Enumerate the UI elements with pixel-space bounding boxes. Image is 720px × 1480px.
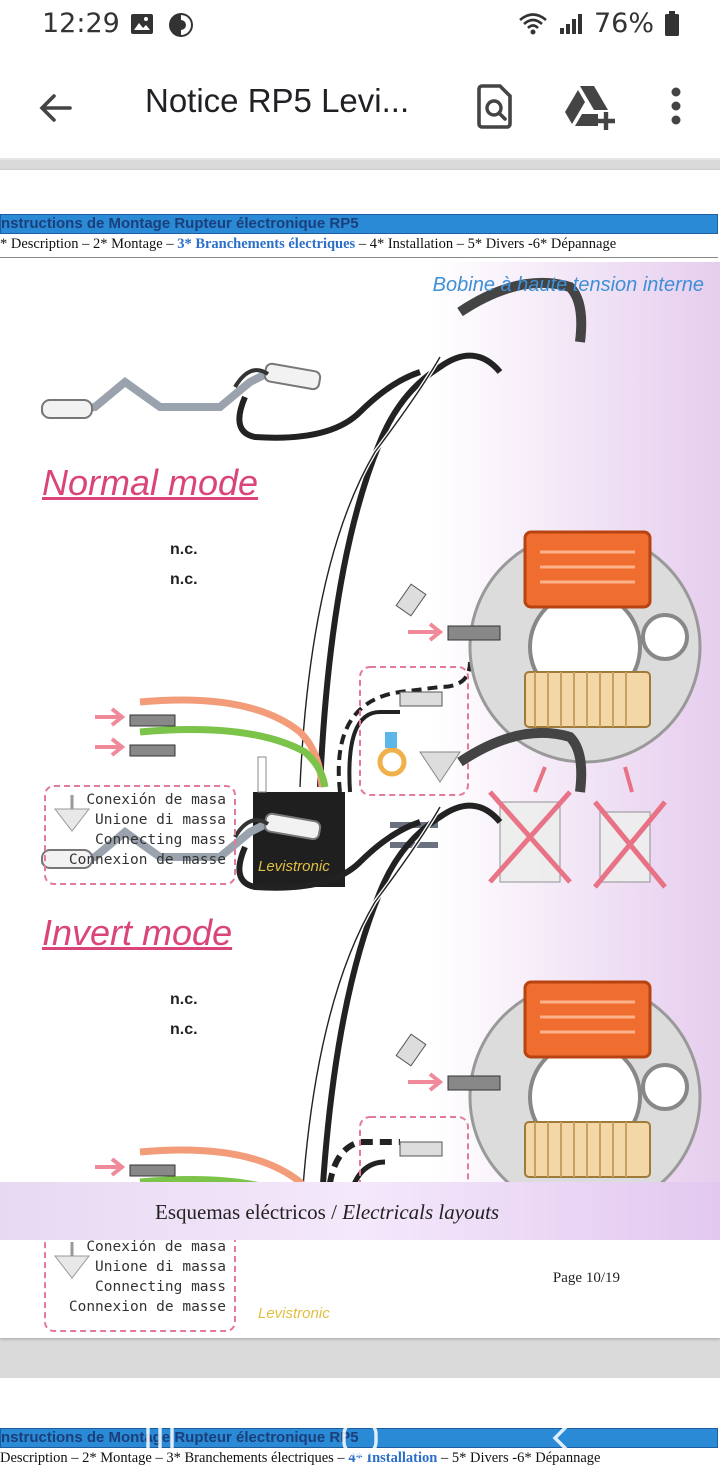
invert-mode-label: Invert mode: [42, 912, 233, 953]
wiring-illustration: [0, 262, 720, 1202]
doc-header-bar: nstructions de Montage Rupteur électroni…: [0, 214, 718, 234]
status-right: 76%: [518, 8, 680, 39]
nc-label: n.c.: [170, 541, 198, 558]
add-to-drive-icon[interactable]: [562, 80, 618, 132]
status-bar: 12:29 76%: [0, 0, 720, 52]
legend-line: Conexión de masa: [86, 792, 226, 808]
brand-label: Levistronic: [258, 1305, 330, 1322]
legend-line: Connexion de masse: [68, 852, 226, 868]
nav-after: – 4* Installation – 5* Divers -6* Dépann…: [355, 236, 617, 252]
sync-icon: [169, 13, 193, 37]
ground-icon: [53, 795, 91, 832]
normal-diagram: [41, 277, 702, 889]
caption-text: Esquemas eléctricos /: [155, 1200, 343, 1224]
nc-label: n.c.: [170, 571, 198, 588]
next-nav-before: Description – 2* Montage – 3* Branchemen…: [0, 1450, 349, 1466]
ground-icon: [53, 1242, 91, 1279]
normal-mode-label: Normal mode: [42, 462, 259, 503]
recent-apps-icon[interactable]: [130, 1408, 190, 1468]
status-notifications: [130, 12, 194, 38]
caption-band: [0, 1182, 720, 1240]
legend-line: Conexión de masa: [86, 1239, 226, 1255]
pdf-next-page: nstructions de Montage Rupteur électroni…: [0, 1378, 720, 1480]
caption-italic: Electricals layouts: [342, 1200, 500, 1224]
more-vert-icon[interactable]: [658, 80, 694, 132]
gallery-icon: [131, 14, 153, 34]
legend-line: Connexion de masse: [68, 1299, 226, 1315]
legend-line: Unione di massa: [95, 1259, 226, 1275]
nc-label: n.c.: [170, 991, 198, 1008]
figure-caption: Esquemas eléctricos / Electricals layout…: [155, 1200, 499, 1225]
battery-percent: 76%: [593, 8, 654, 39]
legend-box-normal: Conexión de masa Unione di massa Connect…: [44, 785, 236, 885]
nav-before: * Description – 2* Montage –: [0, 236, 178, 252]
app-bar: Notice RP5 Levi...: [0, 52, 720, 160]
wifi-icon: [519, 12, 547, 34]
doc-section-nav: * Description – 2* Montage – 3* Branchem…: [0, 236, 718, 258]
brand-label: Levistronic: [258, 858, 330, 875]
app-bar-divider: [0, 158, 720, 160]
legend-line: Unione di massa: [95, 812, 226, 828]
nav-current-section: 3* Branchements électriques: [177, 236, 356, 252]
status-time: 12:29: [42, 8, 120, 39]
arrow-left-icon[interactable]: [30, 82, 82, 134]
next-section-nav: Description – 2* Montage – 3* Branchemen…: [0, 1450, 718, 1467]
bobine-label: Bobine à haute tension interne: [432, 274, 704, 296]
document-title: Notice RP5 Levi...: [145, 82, 410, 119]
signal-icon: [559, 13, 582, 34]
next-nav-after: – 5* Divers -6* Dépannage: [437, 1450, 601, 1466]
back-nav-icon[interactable]: [535, 1408, 595, 1468]
pdf-viewer[interactable]: nstructions de Montage Rupteur électroni…: [0, 160, 720, 1480]
legend-box-invert: Conexión de masa Unione di massa Connect…: [44, 1232, 236, 1332]
battery-icon: [665, 10, 679, 36]
invert-diagram: [41, 727, 702, 1202]
home-icon[interactable]: [330, 1408, 390, 1468]
next-header-title: nstructions de Montage Rupteur électroni…: [1, 1429, 359, 1446]
next-header-bar: nstructions de Montage Rupteur électroni…: [0, 1428, 718, 1448]
doc-header-title: nstructions de Montage Rupteur électroni…: [1, 215, 359, 232]
system-nav-bar: [0, 1400, 720, 1480]
legend-line: Connecting mass: [95, 1279, 226, 1295]
find-in-page-icon[interactable]: [468, 80, 520, 132]
nc-label: n.c.: [170, 1021, 198, 1038]
legend-line: Connecting mass: [95, 832, 226, 848]
pdf-page: nstructions de Montage Rupteur électroni…: [0, 170, 720, 1338]
page-number: Page 10/19: [552, 1270, 620, 1286]
wiring-diagram: Bobine à haute tension interne Normal mo…: [0, 262, 720, 1332]
